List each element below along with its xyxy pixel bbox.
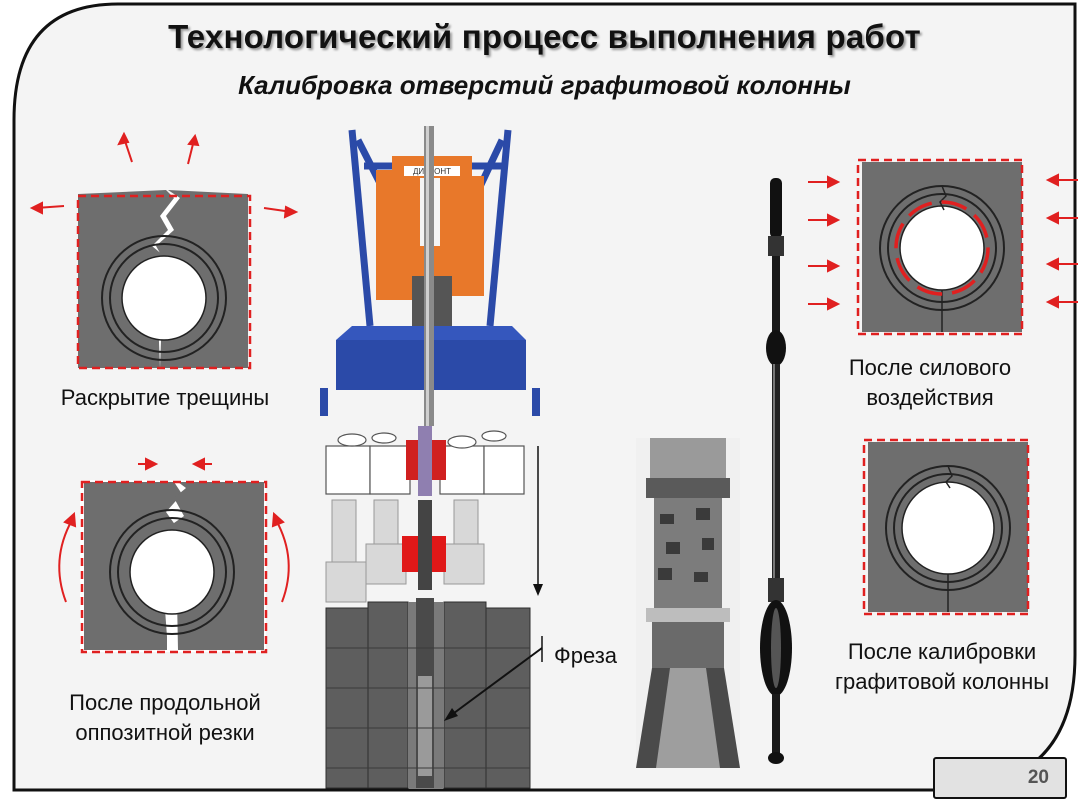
caption-after-calibration: После калибровки графитовой колонны bbox=[812, 637, 1072, 697]
caption-crack-opening: Раскрытие трещины bbox=[60, 385, 270, 410]
caption-after-calibration-line1: После калибровки bbox=[847, 639, 1037, 664]
caption-after-calibration-line2: графитовой колонны bbox=[834, 669, 1050, 694]
caption-after-force-line2: воздействия bbox=[866, 385, 994, 410]
block-crack-opening bbox=[29, 131, 299, 370]
page-number: 20 bbox=[1027, 767, 1049, 788]
caption-after-force-line1: После силового bbox=[848, 355, 1012, 380]
page-number-box: 20 bbox=[933, 757, 1067, 799]
block-after-calibration bbox=[862, 438, 1030, 616]
cutter-pointer bbox=[444, 446, 543, 721]
column-cross-section bbox=[325, 426, 531, 789]
tool-rod bbox=[760, 178, 792, 764]
slide-title: Технологический процесс выполнения работ bbox=[168, 18, 921, 55]
machine-illustration: ДИАКОНТ bbox=[312, 126, 548, 426]
block-after-cut bbox=[58, 457, 290, 654]
slide-subtitle: Калибровка отверстий графитовой колонны bbox=[238, 70, 851, 100]
cutter-label: Фреза bbox=[554, 643, 618, 668]
block-after-force bbox=[808, 158, 1078, 336]
caption-after-cut-line1: После продольной bbox=[69, 690, 261, 715]
caption-after-force: После силового воздействия bbox=[812, 353, 1048, 413]
cutter-closeup bbox=[636, 438, 740, 768]
caption-after-cut-line2: оппозитной резки bbox=[75, 720, 255, 745]
caption-after-cut: После продольной оппозитной резки bbox=[30, 688, 300, 748]
